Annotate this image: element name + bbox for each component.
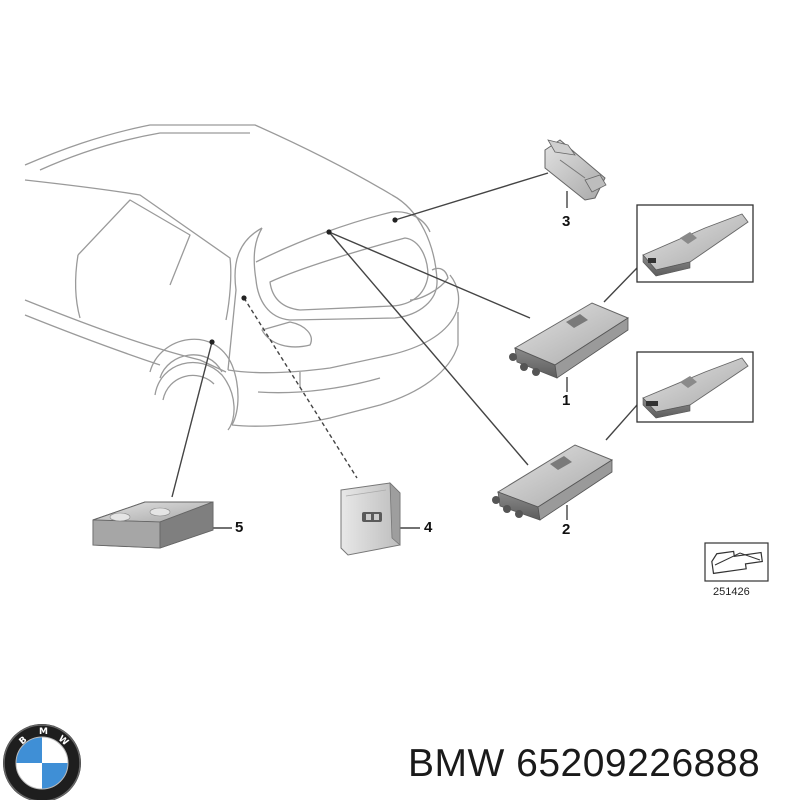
bmw-logo-letters: B M W xyxy=(2,723,82,800)
logo-letter-m: M xyxy=(39,727,48,737)
leader-lines xyxy=(171,172,638,529)
zoom-line-2 xyxy=(605,404,638,441)
callout-3: 3 xyxy=(562,213,571,230)
logo-letter-b: B xyxy=(17,734,30,748)
part-3-module xyxy=(544,139,607,201)
part-4-control-unit xyxy=(340,481,401,556)
caption-brand: BMW xyxy=(408,742,505,785)
leader-line-4 xyxy=(243,297,358,479)
diagram-code-symbol xyxy=(704,542,769,582)
part-5-flat-module xyxy=(92,501,214,549)
leader-line-3 xyxy=(394,172,549,221)
callout-1: 1 xyxy=(562,392,571,409)
callout-5: 5 xyxy=(235,519,244,536)
logo-letter-w: W xyxy=(55,733,70,749)
caption-part-number: 65209226888 xyxy=(516,742,761,785)
bmw-logo-graphic xyxy=(3,724,81,800)
leader-line-5 xyxy=(171,341,213,498)
detail-box-1 xyxy=(636,204,754,283)
bmw-logo: B M W xyxy=(2,723,82,800)
part-caption: BMW 65209226888 xyxy=(408,742,760,786)
leader-line-2 xyxy=(328,231,529,466)
anchor-dots xyxy=(209,217,398,345)
zoom-line-1 xyxy=(603,267,638,303)
car-outline xyxy=(24,124,460,431)
diagram-code: 251426 xyxy=(713,586,750,598)
detail-box-2 xyxy=(636,351,754,423)
part-2-amplifier xyxy=(492,444,614,521)
callout-4: 4 xyxy=(424,519,433,536)
leader-line-1 xyxy=(328,231,531,319)
part-1-amplifier xyxy=(509,302,630,379)
callout-2: 2 xyxy=(562,521,571,538)
